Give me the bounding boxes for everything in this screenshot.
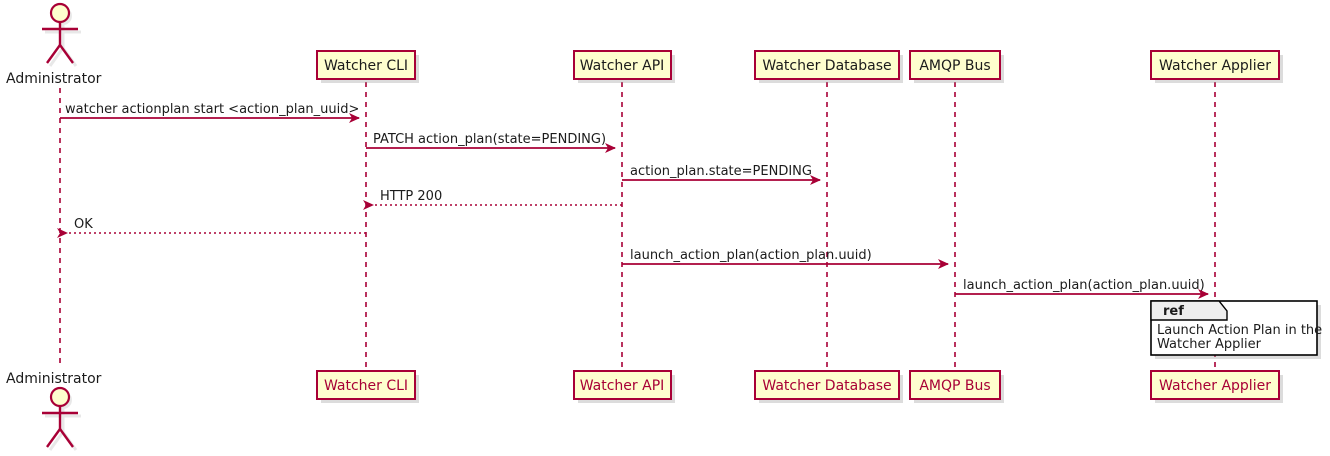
- participant-watcher-cli-top[interactable]: Watcher CLI: [316, 50, 419, 83]
- participant-label-amqp-bus-bottom: AMQP Bus: [919, 378, 990, 394]
- participant-label-watcher-applier-top: Watcher Applier: [1159, 58, 1271, 74]
- participant-amqp-bus-bottom[interactable]: AMQP Bus: [909, 370, 1004, 403]
- ref-tab: [1150, 300, 1228, 321]
- message-label: HTTP 200: [380, 189, 442, 204]
- participant-label-watcher-cli-bottom: Watcher CLI: [324, 378, 408, 394]
- participant-box: [1150, 50, 1280, 80]
- participant-box: [573, 370, 672, 400]
- actor-label-top: Administrator: [6, 71, 102, 87]
- actor-leg-left-bottom-icon: [46, 428, 61, 448]
- message-2-patch-action-plan[interactable]: PATCH action_plan(state=PENDING): [366, 132, 616, 153]
- participant-box: [1150, 370, 1280, 400]
- message-5-ok[interactable]: OK: [57, 217, 366, 238]
- ref-body-line-2: Watcher Applier: [1157, 337, 1262, 352]
- actor-head-icon: [49, 2, 71, 24]
- participant-watcher-api-bottom[interactable]: Watcher API: [573, 370, 675, 403]
- actor-leg-right-icon: [59, 44, 74, 64]
- participant-watcher-database-bottom[interactable]: Watcher Database: [754, 370, 903, 403]
- participant-label-watcher-api-top: Watcher API: [580, 58, 665, 74]
- actor-leg-left-icon: [46, 44, 61, 64]
- participant-box: [909, 370, 1001, 400]
- participant-box: [909, 50, 1001, 80]
- message-label: watcher actionplan start <action_plan_uu…: [65, 102, 359, 117]
- message-3-action-plan-state-pending[interactable]: action_plan.state=PENDING: [622, 164, 821, 185]
- participant-watcher-database-top[interactable]: Watcher Database: [754, 50, 903, 83]
- message-4-http-200[interactable]: HTTP 200: [363, 189, 622, 210]
- participant-box: [316, 370, 416, 400]
- participant-watcher-cli-bottom[interactable]: Watcher CLI: [316, 370, 419, 403]
- message-label: launch_action_plan(action_plan.uuid): [963, 278, 1205, 293]
- actor-administrator-top[interactable]: Administrator: [6, 2, 102, 87]
- participant-watcher-applier-bottom[interactable]: Watcher Applier: [1150, 370, 1283, 403]
- message-6-launch-action-plan-to-amqp[interactable]: launch_action_plan(action_plan.uuid): [622, 248, 949, 269]
- ref-tab-label: ref: [1163, 304, 1184, 319]
- participant-label-watcher-api-bottom: Watcher API: [580, 378, 665, 394]
- participant-label-amqp-bus-top: AMQP Bus: [919, 58, 990, 74]
- participant-watcher-api-top[interactable]: Watcher API: [573, 50, 675, 83]
- participant-watcher-applier-top[interactable]: Watcher Applier: [1150, 50, 1283, 83]
- participant-box: [754, 50, 900, 80]
- participant-label-watcher-database-top: Watcher Database: [762, 58, 891, 74]
- participant-box: [754, 370, 900, 400]
- participant-amqp-bus-top[interactable]: AMQP Bus: [909, 50, 1004, 83]
- ref-fragment[interactable]: ref Launch Action Plan in the Watcher Ap…: [1150, 300, 1322, 359]
- participant-label-watcher-applier-bottom: Watcher Applier: [1159, 378, 1271, 394]
- actor-head-bottom-icon: [49, 386, 71, 408]
- message-1-watcher-actionplan-start[interactable]: watcher actionplan start <action_plan_uu…: [60, 102, 360, 123]
- participant-box: [316, 50, 416, 80]
- participant-label-watcher-database-bottom: Watcher Database: [762, 378, 891, 394]
- message-label: OK: [74, 217, 93, 232]
- actor-administrator-bottom[interactable]: Administrator: [6, 371, 102, 451]
- actor-label-bottom: Administrator: [6, 371, 102, 387]
- message-label: launch_action_plan(action_plan.uuid): [630, 248, 872, 263]
- ref-body-line-1: Launch Action Plan in the: [1157, 323, 1322, 338]
- message-7-launch-action-plan-to-applier[interactable]: launch_action_plan(action_plan.uuid): [955, 278, 1209, 299]
- message-label: PATCH action_plan(state=PENDING): [373, 132, 606, 147]
- message-label: action_plan.state=PENDING: [630, 164, 812, 179]
- participant-label-watcher-cli-top: Watcher CLI: [324, 58, 408, 74]
- participant-box: [573, 50, 672, 80]
- actor-leg-right-bottom-icon: [59, 428, 74, 448]
